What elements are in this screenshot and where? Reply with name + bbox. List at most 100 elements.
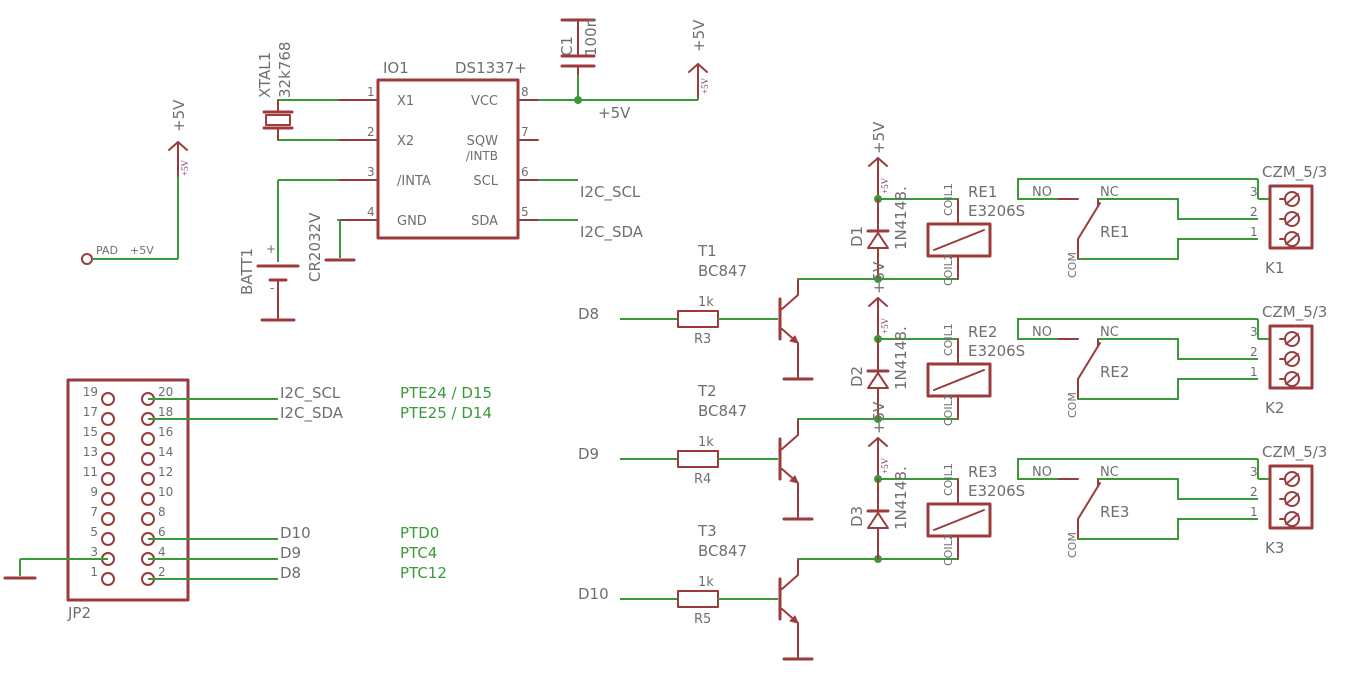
diode-value: 1N4148. (892, 326, 910, 390)
supply-small: +5V (880, 317, 890, 334)
crystal: XTAL1 32k768 (256, 42, 338, 141)
connector-pin (101, 392, 115, 406)
relay-contact-name: RE3 (1100, 503, 1129, 521)
relay-com-label: COM (1066, 532, 1079, 558)
connector-pin (101, 572, 115, 586)
connector-pin (101, 472, 115, 486)
battery-minus: - (270, 281, 274, 295)
pad-net: +5V (130, 244, 154, 257)
relay-no-label: NO (1032, 185, 1052, 200)
connector-pin-num: 17 (83, 405, 98, 419)
terminal-block (1268, 184, 1314, 250)
relay-name: RE1 (968, 183, 997, 201)
ic-pin-label: /INTA (397, 174, 431, 189)
net-label-sda: I2C_SDA (580, 223, 644, 242)
relay-com-label: COM (1066, 252, 1079, 278)
ic-pin-num: 1 (367, 85, 375, 99)
resistor (677, 450, 719, 468)
relay-type: E3206S (968, 202, 1025, 220)
resistor (677, 590, 719, 608)
ic-pin-label: SQW (467, 134, 498, 149)
connector-pin-num: 14 (158, 445, 173, 459)
jp-net-label: I2C_SCL (280, 384, 341, 403)
resistor (677, 310, 719, 328)
supply-small: +5V (880, 177, 890, 194)
diode-value: 1N4148. (892, 466, 910, 530)
terminal-value: CZM_5/3 (1262, 303, 1327, 322)
connector-pin-num: 7 (90, 505, 98, 519)
coil2-label: COIL2 (942, 533, 955, 566)
ic-pin-label: VCC (471, 94, 498, 109)
resistor-value: 1k (698, 435, 714, 450)
connector-pin-num: 9 (90, 485, 98, 499)
cap-name: C1 (558, 36, 576, 56)
ic-name: IO1 (383, 59, 409, 77)
battery-plus: + (266, 242, 276, 256)
ic-value: DS1337+ (455, 59, 527, 77)
relay-contact-name: RE2 (1100, 363, 1129, 381)
terminal-block (1268, 464, 1314, 530)
jp-port-label: PTD0 (400, 524, 439, 542)
transistor-value: BC847 (698, 402, 747, 420)
resistor-value: 1k (698, 575, 714, 590)
terminal-pin-num: 2 (1250, 485, 1258, 499)
battery-name: BATT1 (238, 248, 256, 295)
diode-value: 1N4148. (892, 186, 910, 250)
connector-pin (141, 432, 155, 446)
terminal-name: K3 (1265, 539, 1284, 557)
diode-name: D3 (848, 506, 866, 527)
connector-pin (141, 512, 155, 526)
i2c-nets: I2C_SCL I2C_SDA (538, 179, 644, 242)
ic-pin-label: SCL (473, 174, 498, 189)
ic-pin-num: 7 (521, 125, 529, 139)
resistor-name: R5 (694, 612, 711, 627)
ic-pin-num: 4 (367, 205, 375, 219)
jp-port-label: PTC4 (400, 544, 437, 562)
connector-pin-num: 12 (158, 465, 173, 479)
resistor-name: R3 (694, 332, 711, 347)
relay-name: RE3 (968, 463, 997, 481)
connector-pin (141, 452, 155, 466)
connector-pin (101, 512, 115, 526)
connector-pin (101, 432, 115, 446)
terminal-pin-num: 3 (1250, 185, 1258, 199)
jp-net-label: D9 (280, 544, 301, 562)
connector-pin-num: 3 (90, 545, 98, 559)
connector-pin (101, 532, 115, 546)
supply-small: +5V (700, 77, 710, 94)
connector-pin-num: 18 (158, 405, 173, 419)
terminal-pin-num: 1 (1250, 505, 1258, 519)
terminal-block (1268, 324, 1314, 390)
ic-pin-label: SDA (471, 214, 498, 229)
connector-pin-num: 10 (158, 485, 173, 499)
resistor-name: R4 (694, 472, 711, 487)
relay-contact-name: RE1 (1100, 223, 1129, 241)
ic-pin-num: 2 (367, 125, 375, 139)
ic-pin-num: 6 (521, 165, 529, 179)
terminal-pin-num: 2 (1250, 205, 1258, 219)
terminal-value: CZM_5/3 (1262, 163, 1327, 182)
rtc-ic: IO1 DS1337+ 1 2 3 4 X1 X2 /INTA GND 8 7 … (337, 59, 539, 240)
ic-pin-num: 5 (521, 205, 529, 219)
connector-pin (101, 492, 115, 506)
connector-pin-num: 11 (83, 465, 98, 479)
battery-value: CR2032V (306, 212, 324, 282)
connector-pin-num: 15 (83, 425, 98, 439)
jp-port-label: PTE24 / D15 (400, 384, 492, 402)
relay-no-label: NO (1032, 325, 1052, 340)
battery: + - BATT1 CR2032V (238, 179, 338, 322)
supply-label: +5V (870, 401, 888, 434)
terminal-pin-num: 3 (1250, 325, 1258, 339)
vcc-net-label: +5V (598, 104, 631, 122)
supply-symbol: +5V +5V (688, 19, 710, 97)
crystal-value: 32k768 (276, 42, 294, 98)
terminal-name: K1 (1265, 259, 1284, 277)
coil1-label: COIL1 (942, 463, 955, 496)
net-label-scl: I2C_SCL (580, 183, 641, 202)
pad-supply: +5V +5V PAD +5V (81, 99, 190, 265)
